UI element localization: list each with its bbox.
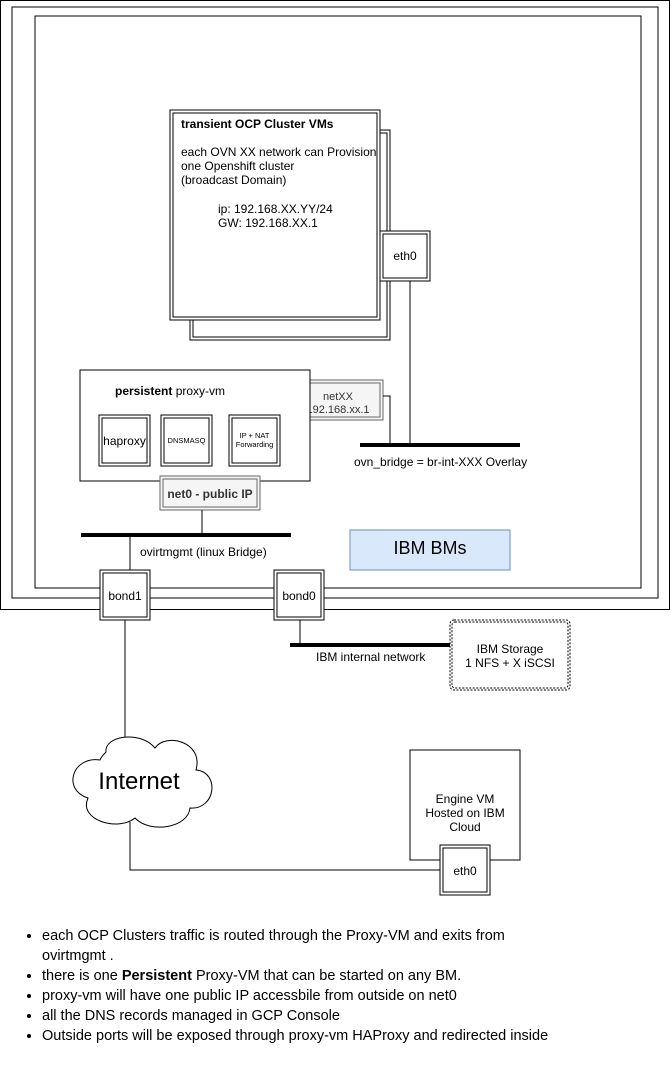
vm-box [169,109,381,321]
engine-vm-box [409,749,521,861]
vm-box-inner [172,112,378,318]
bond1-box [99,569,151,621]
internet-cloud-icon [72,736,213,828]
bond0-label: bond0 [282,589,316,603]
nat-forwarding-label-2: Forwarding [236,440,274,449]
engine-eth0-box [439,844,491,896]
link-netxx-ovn [383,395,391,445]
link-internet-engine [129,822,440,871]
net0-label: net0 - public IP [167,487,252,501]
note-item: each OCP Clusters traffic is routed thro… [42,926,562,966]
bond0-box [273,569,325,621]
notes-list: each OCP Clusters traffic is routed thro… [22,926,562,1046]
internet-label: Internet [98,768,180,795]
ibm-bms-label: IBM BMs [393,538,466,558]
haproxy-box-inner [101,417,148,464]
note-item: there is one Persistent Proxy-VM that ca… [42,966,562,986]
engine-vm-label-2: Hosted on IBM [425,806,504,820]
netxx-ip: 192.168.xx.1 [307,404,370,416]
net0-box [159,475,261,511]
engine-eth0-box-inner [442,847,488,893]
net0-box-inner [162,478,258,508]
haproxy-box [98,414,151,467]
engine-vm-label-1: Engine VM [436,792,495,806]
bond1-label: bond1 [108,589,142,603]
dnsmasq-label: DNSMASQ [168,436,206,445]
engine-eth0-label: eth0 [453,864,477,878]
ibm-bms-box [349,529,511,571]
ibm-storage-label-2: 1 NFS + X iSCSI [465,656,555,670]
vm-eth0-label: eth0 [393,249,417,263]
vm-box-desc-2: one Openshift cluster [181,159,294,173]
note-item: all the DNS records managed in GCP Conso… [42,1006,562,1026]
note-item: Outside ports will be exposed through pr… [42,1026,562,1046]
nat-forwarding-box [228,414,281,467]
nat-forwarding-box-inner [231,417,278,464]
ovirtmgmt-label: ovirtmgmt (linux Bridge) [140,545,267,559]
bond1-box-inner [102,572,148,618]
haproxy-label: haproxy [103,434,146,448]
ovn-bridge-label: ovn_bridge = br-int-XXX Overlay [354,455,527,469]
vm-box-desc-3: (broadcast Domain) [181,173,286,187]
note-item: proxy-vm will have one public IP accessb… [42,986,562,1006]
vm-box-ip: ip: 192.168.XX.YY/24 [218,202,333,216]
ibm-storage-box [449,619,571,691]
vm-box-title: transient OCP Cluster VMs [181,117,334,131]
ibm-internal-label: IBM internal network [316,650,426,664]
bond0-box-inner [276,572,322,618]
nat-forwarding-label-1: IP + NAT [240,431,270,440]
proxy-vm-title: persistent proxy-vm [115,384,225,398]
dnsmasq-box [160,414,213,467]
dnsmasq-box-inner [163,417,210,464]
engine-vm-label-3: Cloud [449,820,480,834]
vm-eth0 [379,230,431,282]
ibm-storage-label-1: IBM Storage [477,642,544,656]
vm-box-gw: GW: 192.168.XX.1 [218,216,318,230]
vm-box-desc-1: each OVN XX network can Provision [181,145,376,159]
netxx-label: netXX [323,391,354,403]
ibm-storage-box-inner [451,621,569,689]
vm-eth0-inner [382,233,428,279]
